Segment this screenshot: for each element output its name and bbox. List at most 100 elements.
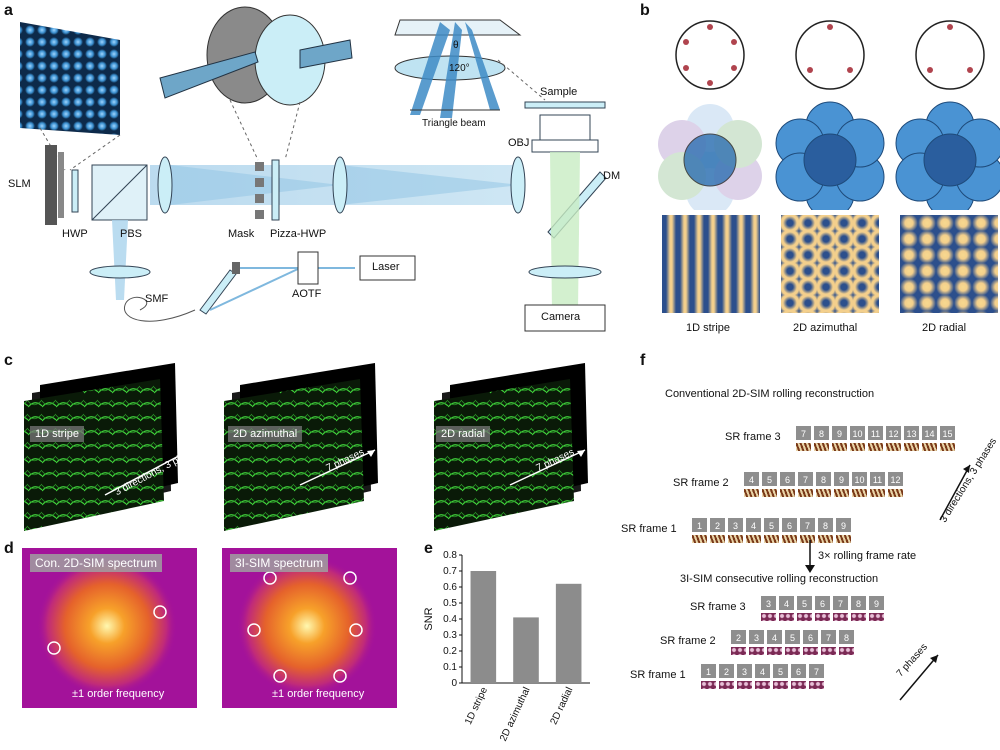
panel-label-e: e: [424, 540, 433, 557]
raw-frame-cell: 1: [700, 663, 717, 679]
label-camera: Camera: [541, 311, 581, 323]
panel-f-rolling: Conventional 2D-SIM rolling reconstructi…: [620, 355, 1000, 745]
frame-pattern-cell: [736, 680, 753, 690]
y-tick-label: 0.4: [443, 614, 457, 625]
raw-frame-cell: 2: [718, 663, 735, 679]
lens-1: [157, 156, 173, 214]
raw-frame-cell: 9: [831, 425, 848, 441]
frame-pattern-cell: [815, 488, 832, 498]
raw-frame-cell: 2: [730, 629, 747, 645]
frame-pattern-cell: [700, 680, 717, 690]
sr-frame-label: SR frame 1: [621, 523, 677, 535]
raw-frame-cell: 11: [867, 425, 884, 441]
label-pbs: PBS: [120, 228, 143, 240]
tag-c-2d-azimuthal: 2D azimuthal: [228, 426, 303, 442]
frame-pattern-cell: [851, 488, 868, 498]
frame-pattern-cell: [730, 646, 747, 656]
label-smf: SMF: [145, 293, 169, 305]
pattern-2d-azimuthal: [781, 215, 879, 313]
raw-frame-cell: 8: [838, 629, 855, 645]
y-tick-label: 0.1: [443, 662, 457, 673]
raw-frame-cell: 10: [851, 471, 868, 487]
panel-label-d: d: [4, 540, 14, 557]
frame-pattern-cell: [709, 534, 726, 544]
frame-pattern-cell: [814, 612, 831, 622]
raw-frame-cell: 9: [835, 517, 852, 533]
panel-label-c: c: [4, 352, 13, 369]
bar-2d-azimuthal: [513, 617, 539, 683]
rate-text: 3× rolling frame rate: [818, 550, 917, 562]
tag-c-1d-stripe: 1D stripe: [30, 426, 85, 442]
raw-frame-cell: 6: [790, 663, 807, 679]
raw-frame-cell: 4: [743, 471, 760, 487]
label-obj: OBJ: [508, 137, 530, 149]
y-tick-label: 0: [451, 678, 457, 689]
frame-pattern-cell: [727, 534, 744, 544]
frame-pattern-cell: [761, 488, 778, 498]
objective: [539, 114, 591, 144]
lens-2: [332, 156, 348, 214]
raw-frame-cell: 15: [939, 425, 956, 441]
camera-box: [524, 304, 606, 332]
panel-label-b: b: [640, 2, 650, 19]
frame-pattern-cell: [869, 488, 886, 498]
frame-pattern-cell: [802, 646, 819, 656]
frame-pattern-cell: [808, 680, 825, 690]
bar-1d-stripe: [470, 571, 497, 683]
frame-pattern-cell: [691, 534, 708, 544]
raw-image-stacks: [24, 363, 588, 531]
label-triangle-beam: Triangle beam: [422, 118, 486, 129]
y-tick-label: 0.3: [443, 630, 457, 641]
x-tick-label: 1D stripe: [463, 685, 490, 726]
panel-label-f: f: [640, 352, 646, 369]
spectrum-footer-2: ±1 order frequency: [272, 688, 365, 700]
frame-pattern-cell: [849, 442, 866, 452]
raw-frame-cell: 4: [766, 629, 783, 645]
frame-pattern-cell: [754, 680, 771, 690]
raw-frame-cell: 4: [778, 595, 795, 611]
frame-pattern-cell: [833, 488, 850, 498]
y-tick-label: 0.5: [443, 598, 457, 609]
raw-frame-cell: 5: [761, 471, 778, 487]
frame-pattern-cell: [885, 442, 902, 452]
optical-setup-diagram: [20, 6, 607, 332]
frame-pattern-cell: [784, 646, 801, 656]
frame-pattern-cell: [763, 534, 780, 544]
label-theta: θ: [453, 40, 459, 51]
slm-pattern-inset: [20, 22, 120, 135]
panel-a-optical-setup: SLM HWP PBS Mask Pizza-HWP SMF AOTF Lase…: [0, 0, 640, 345]
hwp-element: [71, 169, 79, 213]
bar-2d-radial: [555, 583, 582, 683]
tag-c-2d-radial: 2D radial: [436, 426, 491, 442]
frame-pattern-cell: [772, 680, 789, 690]
label-pizza-hwp: Pizza-HWP: [270, 228, 327, 240]
frame-pattern-cell: [939, 442, 956, 452]
label-dm: DM: [603, 170, 621, 182]
y-tick-label: 0.8: [443, 550, 457, 561]
frame-pattern-cell: [831, 442, 848, 452]
frame-pattern-cell: [887, 488, 904, 498]
frame-pattern-cell: [850, 612, 867, 622]
raw-frame-cell: 1: [691, 517, 708, 533]
label-sample: Sample: [540, 86, 578, 98]
sr-frame-label: SR frame 3: [725, 431, 781, 443]
raw-frame-cell: 3: [748, 629, 765, 645]
raw-frame-cell: 5: [763, 517, 780, 533]
raw-frame-cell: 9: [833, 471, 850, 487]
frame-pattern-cell: [817, 534, 834, 544]
raw-frame-cell: 7: [799, 517, 816, 533]
panel-label-a: a: [4, 2, 13, 19]
raw-frame-cell: 9: [868, 595, 885, 611]
raw-frame-cell: 5: [772, 663, 789, 679]
raw-frame-cell: 5: [796, 595, 813, 611]
panel-d-spectra: Con. 2D-SIM spectrum 3I-SIM spectrum ±1 …: [22, 548, 417, 708]
conv-title: Conventional 2D-SIM rolling reconstructi…: [665, 388, 875, 400]
laser-box: [359, 255, 416, 281]
label-b-2d-azimuthal: 2D azimuthal: [793, 322, 858, 334]
raw-frame-cell: 12: [887, 471, 904, 487]
raw-frame-cell: 3: [727, 517, 744, 533]
frame-pattern-cell: [766, 646, 783, 656]
frame-pattern-cell: [838, 646, 855, 656]
y-tick-label: 0.6: [443, 582, 457, 593]
